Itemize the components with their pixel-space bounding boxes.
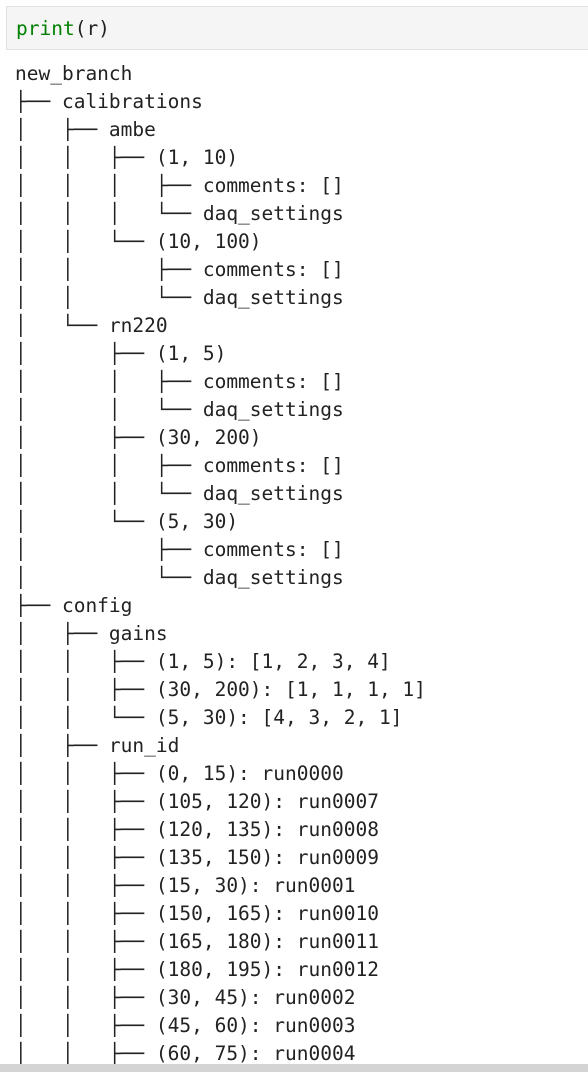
tree-line: │ │ │ ├── comments: [] — [15, 174, 344, 197]
tree-line: │ ├── gains — [15, 622, 168, 645]
tree-line: │ │ ├── (45, 60): run0003 — [15, 1014, 356, 1037]
tree-line: │ ├── ambe — [15, 118, 156, 141]
tree-line: ├── calibrations — [15, 90, 203, 113]
tree-output: new_branch ├── calibrations │ ├── ambe │ │ … — [15, 60, 426, 1068]
print-function-token: print — [16, 17, 75, 40]
tree-line: │ │ ├── comments: [] — [15, 454, 344, 477]
tree-line: │ ├── run_id — [15, 734, 180, 757]
tree-line: new_branch — [15, 62, 133, 85]
tree-line: │ │ └── daq_settings — [15, 398, 344, 421]
tree-line: │ ├── comments: [] — [15, 538, 344, 561]
tree-line: │ │ └── daq_settings — [15, 482, 344, 505]
tree-line: │ │ │ └── daq_settings — [15, 202, 344, 225]
tree-line: │ ├── (1, 5) — [15, 342, 227, 365]
tree-line: │ │ ├── (15, 30): run0001 — [15, 874, 356, 897]
tree-line: │ │ ├── (30, 45): run0002 — [15, 986, 356, 1009]
tree-line: │ │ ├── (105, 120): run0007 — [15, 790, 379, 813]
tree-line: │ │ ├── (1, 10) — [15, 146, 239, 169]
tree-line: │ │ ├── (135, 150): run0009 — [15, 846, 379, 869]
tree-line: │ └── daq_settings — [15, 566, 344, 589]
tree-line: │ └── (5, 30) — [15, 510, 239, 533]
tree-line: ├── config — [15, 594, 133, 617]
horizontal-scrollbar[interactable] — [0, 1064, 588, 1072]
print-args-token: (r) — [74, 17, 110, 40]
tree-line: │ │ ├── comments: [] — [15, 258, 344, 281]
tree-line: │ │ ├── (0, 15): run0000 — [15, 762, 344, 785]
code-line[interactable]: print(r) — [16, 16, 110, 42]
tree-line: │ │ ├── (120, 135): run0008 — [15, 818, 379, 841]
tree-line: │ │ ├── (1, 5): [1, 2, 3, 4] — [15, 650, 391, 673]
tree-line: │ └── rn220 — [15, 314, 168, 337]
tree-line: │ │ ├── (150, 165): run0010 — [15, 902, 379, 925]
code-input-cell[interactable]: print(r) — [6, 6, 588, 50]
tree-line: │ │ ├── (30, 200): [1, 1, 1, 1] — [15, 678, 426, 701]
tree-line: │ │ └── (5, 30): [4, 3, 2, 1] — [15, 706, 403, 729]
tree-line: │ │ ├── (60, 75): run0004 — [15, 1042, 356, 1065]
tree-line: │ │ ├── comments: [] — [15, 370, 344, 393]
tree-line: │ ├── (30, 200) — [15, 426, 262, 449]
tree-line: │ │ └── daq_settings — [15, 286, 344, 309]
tree-line: │ │ ├── (180, 195): run0012 — [15, 958, 379, 981]
tree-line: │ │ └── (10, 100) — [15, 230, 262, 253]
tree-line: │ │ ├── (165, 180): run0011 — [15, 930, 379, 953]
